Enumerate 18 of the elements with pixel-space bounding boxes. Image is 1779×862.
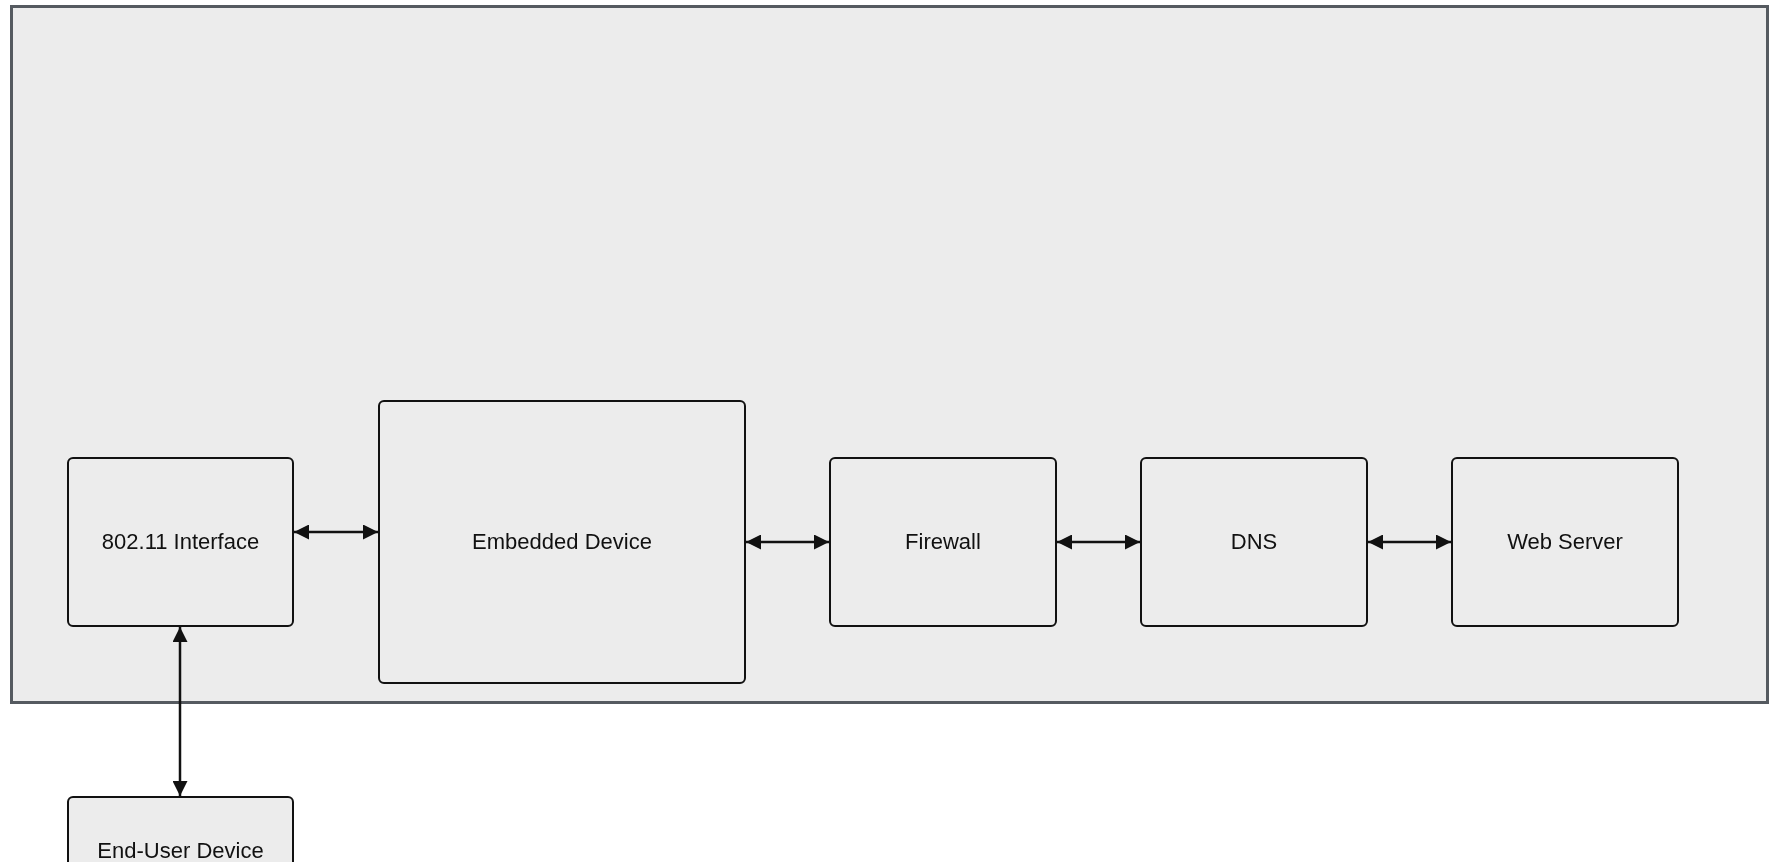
- node-label: Web Server: [1507, 528, 1623, 556]
- double-arrow: [294, 524, 378, 540]
- process-box: [829, 457, 1057, 627]
- double-arrow: [1368, 534, 1451, 550]
- double-arrow: [172, 627, 188, 796]
- process-box: [1140, 457, 1368, 627]
- node-label: 802.11 Interface: [101, 528, 260, 556]
- process-box: [378, 400, 746, 684]
- node-label: DNS: [1230, 528, 1278, 556]
- system-boundary: [10, 5, 1769, 704]
- node-label: End-User Device: [97, 838, 264, 862]
- node-label: Embedded Device: [472, 528, 652, 556]
- process-box: [1451, 457, 1679, 627]
- node-label: Firewall: [905, 528, 981, 556]
- process-box: [67, 796, 294, 862]
- double-arrow: [746, 534, 829, 550]
- double-arrow: [1057, 534, 1140, 550]
- process-box: [67, 457, 294, 627]
